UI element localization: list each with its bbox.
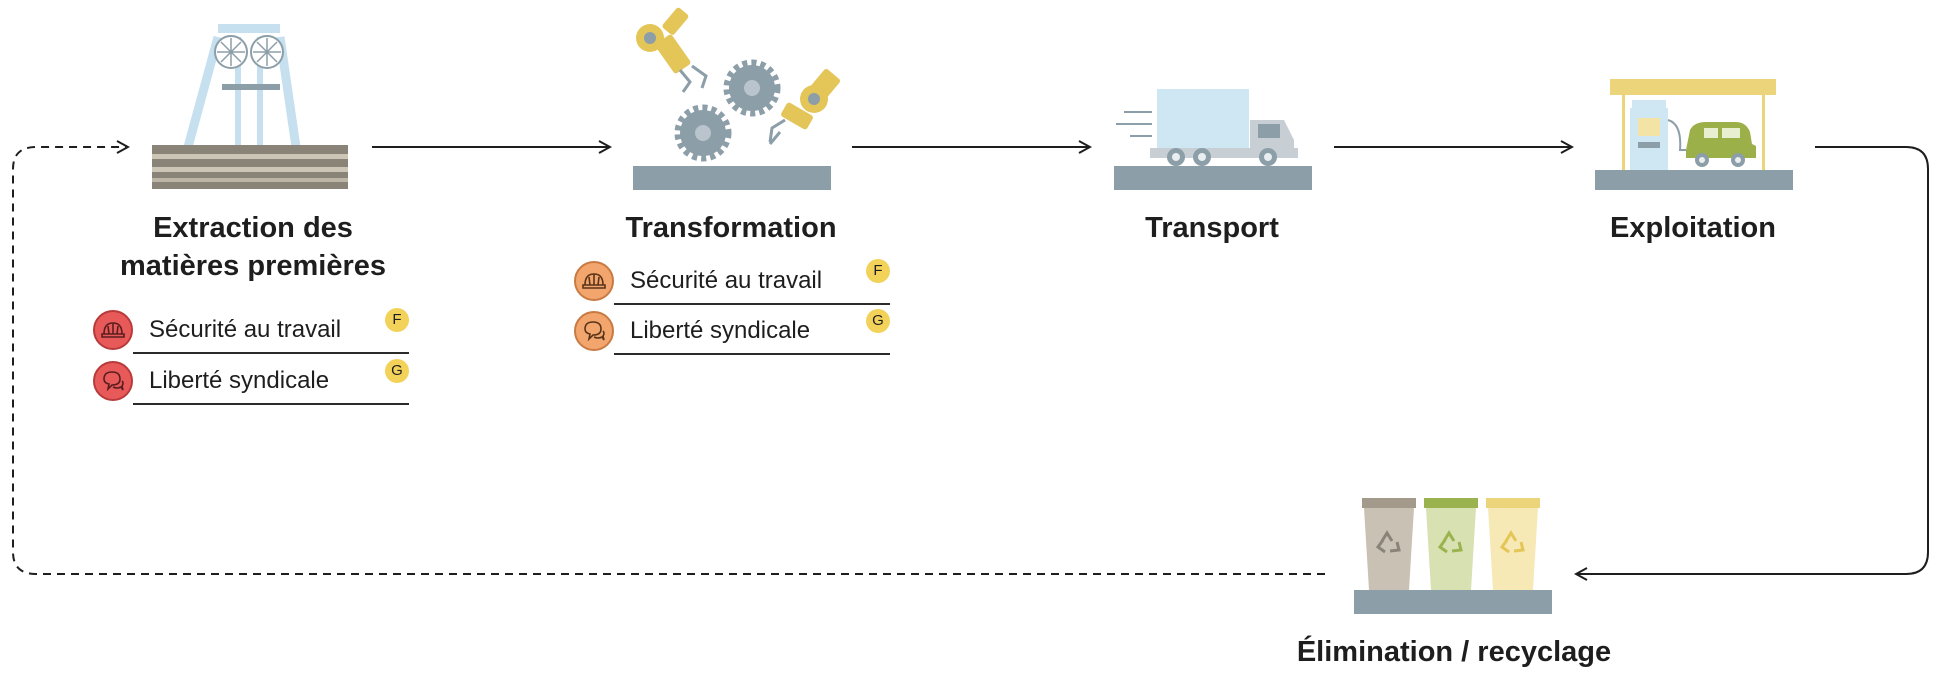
risk-badge: F — [385, 308, 409, 332]
risk-badge: G — [866, 309, 890, 333]
risk-item-workplace-safety: Sécurité au travail F — [574, 259, 890, 305]
risk-label: Liberté syndicale — [630, 317, 811, 344]
speech-bubbles-icon — [93, 361, 133, 401]
mine-headframe-icon — [152, 24, 348, 189]
stage-title-line: Exploitation — [1610, 212, 1776, 244]
stage-title-transformation: Transformation — [551, 209, 911, 247]
stage-title-line: matières premières — [120, 250, 386, 282]
stage-title-extraction: Extraction des matières premières — [73, 209, 433, 285]
arrow-exploitation-to-recycling — [1576, 146, 1929, 574]
recycling-bins-icon — [1354, 498, 1552, 614]
gas-station-icon — [1595, 79, 1793, 190]
risk-underline — [133, 403, 409, 405]
risk-underline — [614, 303, 890, 305]
risk-label: Sécurité au travail — [630, 267, 823, 294]
risk-item-workplace-safety: Sécurité au travail F — [93, 308, 409, 354]
stage-title-exploitation: Exploitation — [1513, 209, 1873, 247]
stage-title-line: Transformation — [625, 212, 837, 244]
stage-title-line: Élimination / recyclage — [1296, 636, 1612, 668]
stage-title-transport: Transport — [1032, 209, 1392, 247]
risk-underline — [614, 353, 890, 355]
risk-item-freedom-of-association: Liberté syndicale G — [574, 309, 890, 355]
helmet-icon — [93, 310, 133, 350]
factory-robot-icon — [633, 7, 841, 190]
risk-item-freedom-of-association: Liberté syndicale G — [93, 359, 409, 405]
speech-bubbles-icon — [574, 311, 614, 351]
stage-title-line: Extraction des — [153, 212, 353, 244]
risk-badge: G — [385, 359, 409, 383]
risk-badge: F — [866, 259, 890, 283]
stage-title-recycling: Élimination / recyclage — [1274, 633, 1634, 671]
flow-arrows — [12, 146, 1929, 575]
risk-underline — [133, 352, 409, 354]
truck-icon — [1114, 89, 1312, 190]
helmet-icon — [574, 261, 614, 301]
risk-label: Liberté syndicale — [149, 367, 330, 394]
stage-title-line: Transport — [1145, 212, 1279, 244]
arrow-recycling-to-extraction — [12, 147, 1325, 575]
risk-label: Sécurité au travail — [149, 316, 342, 343]
